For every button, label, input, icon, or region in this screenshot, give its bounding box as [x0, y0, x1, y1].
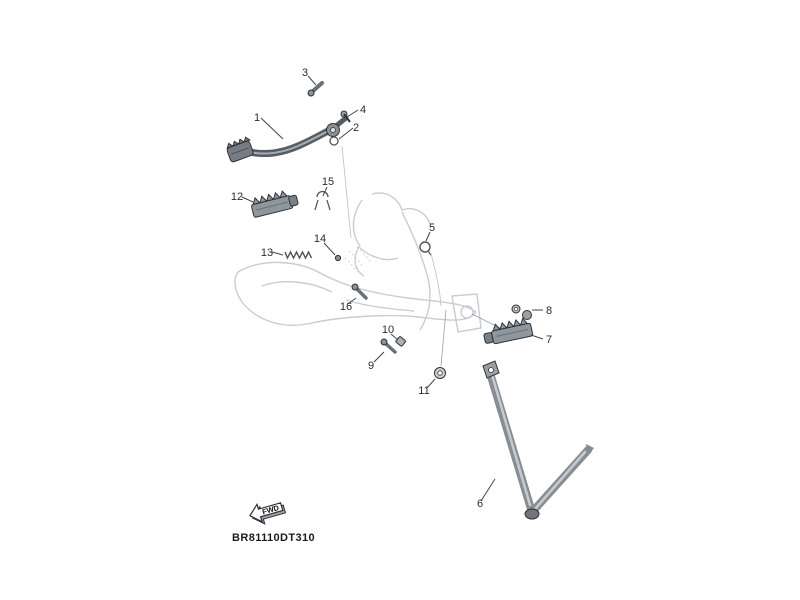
leader-line-9 — [373, 351, 385, 363]
leader-line-2 — [338, 127, 354, 140]
brake-pedal — [226, 115, 349, 163]
small-pin — [334, 254, 342, 262]
callout-9-label: 9 — [368, 360, 374, 372]
callout-3-label: 3 — [302, 67, 308, 79]
left-footrest — [251, 190, 299, 218]
callout-1-label: 1 — [254, 112, 260, 124]
small-ring — [329, 136, 339, 146]
callout-16-label: 16 — [340, 301, 352, 313]
collar — [395, 336, 406, 347]
bolt-16 — [351, 283, 368, 300]
leader-line-5 — [425, 231, 431, 242]
right-footrest — [483, 317, 534, 345]
callout-10-label: 10 — [382, 324, 394, 336]
part-code: BR81110DT310 — [232, 532, 315, 544]
leader-line-12 — [241, 196, 254, 203]
leader-line-15 — [322, 186, 328, 197]
leader-line-13 — [271, 251, 284, 256]
bolt-washer-8 — [511, 304, 532, 320]
side-stand — [482, 360, 594, 520]
leader-line-1 — [260, 117, 284, 140]
fwd-arrow-icon: FWD — [249, 502, 287, 525]
leader-line-7 — [530, 334, 544, 340]
callout-5-label: 5 — [429, 222, 435, 234]
pivot-pin — [307, 81, 324, 97]
leader-line-16 — [347, 297, 357, 305]
washer — [434, 367, 446, 379]
callout-13-label: 13 — [261, 247, 273, 259]
o-ring — [419, 241, 432, 256]
leader-line-10 — [390, 333, 399, 341]
leader-lines — [241, 75, 544, 502]
leader-line-11 — [426, 378, 436, 389]
clip — [314, 190, 331, 211]
leader-line-4 — [346, 109, 359, 118]
callout-7-label: 7 — [546, 334, 552, 346]
callout-6-label: 6 — [477, 498, 483, 510]
leader-line-14 — [323, 242, 336, 256]
callout-14-label: 14 — [314, 233, 326, 245]
callout-11-label: 11 — [418, 385, 429, 397]
callout-15-label: 15 — [322, 176, 334, 188]
callout-2-label: 2 — [353, 122, 359, 134]
ghost-frame — [234, 145, 501, 367]
leader-line-6 — [480, 478, 496, 502]
callout-labels: 1 2 3 4 5 6 7 8 9 10 11 12 13 14 15 16 — [231, 67, 552, 510]
callout-4-label: 4 — [360, 104, 366, 116]
clevis-pin — [340, 110, 351, 123]
leader-line-3 — [307, 75, 317, 86]
bolt-9 — [380, 338, 397, 354]
spring — [284, 250, 313, 260]
callout-8-label: 8 — [546, 305, 552, 317]
callout-12-label: 12 — [231, 191, 243, 203]
